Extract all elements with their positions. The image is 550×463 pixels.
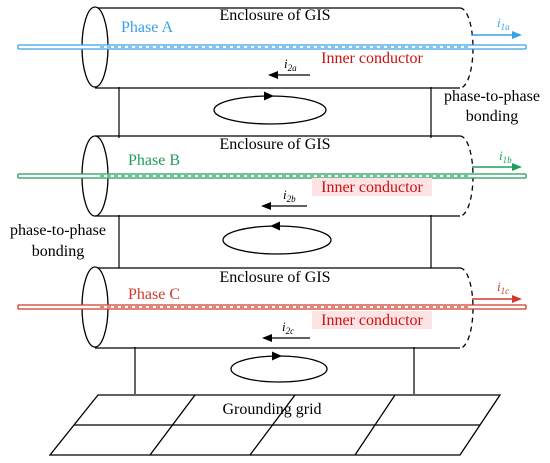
enclosure-label: Enclosure of GIS (219, 7, 330, 24)
outer-current-sub: 1c (501, 286, 510, 296)
enclosure-right-end (459, 135, 474, 217)
inner-label-highlight (312, 178, 432, 196)
outer-current-base: i (497, 279, 501, 294)
outer-current-label: i1a (497, 15, 510, 32)
loop-ellipse-1 (213, 95, 327, 125)
grid-div-1 (149, 394, 196, 456)
inner-current-sub: 2a (288, 63, 298, 73)
inner-current-base: i (284, 56, 288, 71)
grid-div-3 (354, 394, 396, 456)
outer-current-arrowhead (512, 163, 522, 171)
bonding-label-right-line1: phase-to-phase (444, 88, 540, 105)
grounding-grid (48, 394, 502, 456)
inner-current-label: i2b (283, 187, 296, 204)
outer-current-base: i (499, 148, 503, 163)
loop-arrowhead-2 (270, 221, 280, 231)
inner-current-label: i2a (284, 56, 297, 73)
inner-current-label: i2c (282, 319, 294, 336)
outer-current-arrowhead (512, 31, 522, 39)
outer-current-arrowhead (512, 295, 522, 303)
outer-current-sub: 1a (501, 22, 511, 32)
bonding-label-left-line1: phase-to-phase (10, 222, 106, 239)
enclosure-right-end (459, 7, 474, 89)
inner-conductor-label: Inner conductor (321, 312, 423, 329)
outer-current-base: i (497, 15, 501, 30)
inner-current-arrowhead (262, 334, 272, 342)
grid-div-2 (249, 394, 296, 456)
phase-label: Phase B (128, 152, 180, 169)
inner-current-base: i (282, 319, 286, 334)
enclosure-label: Enclosure of GIS (219, 136, 330, 153)
loop-arrowhead-1 (264, 91, 274, 101)
loop-arrowhead-3 (272, 351, 282, 361)
outer-current-sub: 1b (503, 155, 513, 165)
phase-label: Phase A (121, 19, 173, 36)
inner-conductor-label: Inner conductor (321, 50, 423, 67)
bonding-links (118, 87, 432, 394)
inner-current-arrowhead (268, 71, 278, 79)
enclosure-right-end (459, 267, 474, 349)
outer-current-label: i1c (497, 279, 509, 296)
inner-current-arrowhead (261, 202, 271, 210)
inner-conductor-label: Inner conductor (321, 179, 423, 196)
outer-current-label: i1b (499, 148, 512, 165)
inner-current-base: i (283, 187, 287, 202)
loop-ellipse-3 (230, 355, 328, 383)
inner-current-sub: 2c (286, 326, 295, 336)
loop-ellipse-2 (222, 225, 332, 255)
grounding-grid-label: Grounding grid (222, 401, 321, 418)
inner-label-highlight (312, 311, 432, 329)
inner-current-sub: 2b (287, 194, 297, 204)
loop-currents (213, 91, 332, 383)
enclosure-label: Enclosure of GIS (219, 269, 330, 286)
grid-outline (48, 394, 502, 456)
bonding-label-left-line2: bonding (32, 243, 84, 260)
phase-label: Phase C (128, 286, 180, 303)
bonding-label-right-line2: bonding (466, 108, 518, 125)
